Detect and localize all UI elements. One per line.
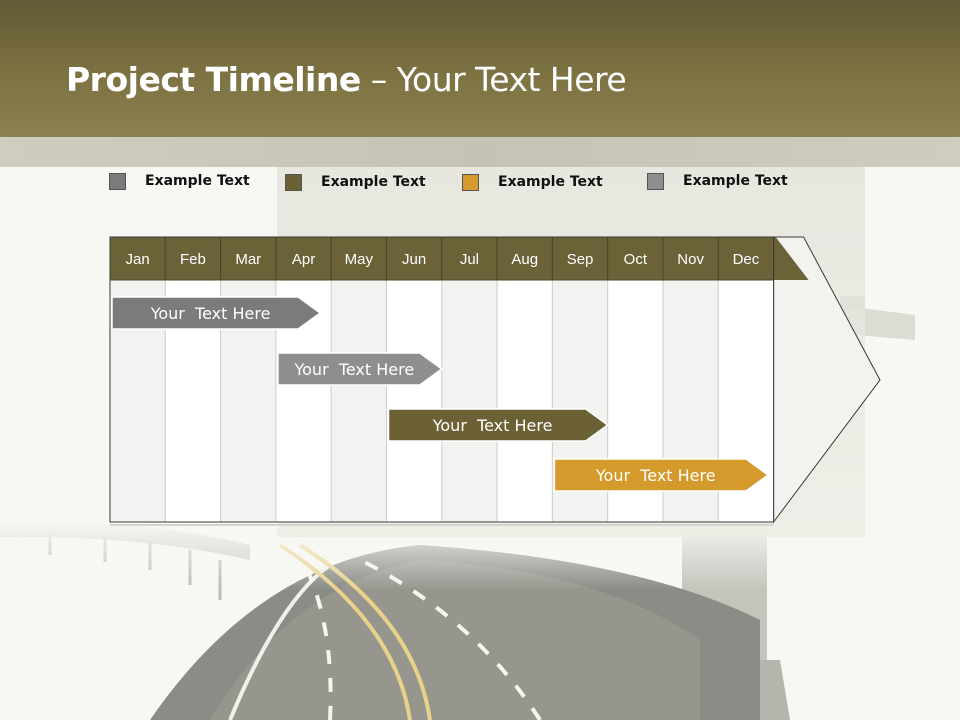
legend-item-3: Example Text <box>462 172 603 192</box>
month-label: Apr <box>292 251 315 268</box>
task-bar <box>387 408 609 442</box>
task-bar-label: Your Text Here <box>293 360 414 379</box>
task-bar-label: Your Text Here <box>595 466 716 485</box>
month-header-cell <box>496 236 553 281</box>
task-bar <box>553 458 770 492</box>
month-label: Mar <box>235 251 261 268</box>
month-header-cell <box>386 236 443 281</box>
month-header-cell <box>551 236 609 281</box>
legend-swatch-4 <box>647 172 664 190</box>
month-column <box>496 279 553 523</box>
legend-item-4: Example Text <box>647 171 788 191</box>
task-bar <box>277 352 444 386</box>
month-header-cell <box>441 236 498 281</box>
arrow-head-cap <box>773 237 809 280</box>
timeline-frame <box>109 236 775 523</box>
month-label: Jun <box>402 251 426 268</box>
legend-item-2: Example Text <box>285 172 426 192</box>
slide-title: Project Timeline – Your Text Here <box>66 60 627 99</box>
month-header-cell <box>220 236 277 281</box>
month-column <box>441 279 498 523</box>
month-label: Oct <box>624 251 648 268</box>
month-column <box>330 279 388 523</box>
task-bar-label: Your Text Here <box>150 304 271 323</box>
month-label: May <box>345 251 374 268</box>
legend-label-2: Example Text <box>321 174 426 190</box>
header-band <box>0 137 960 167</box>
legend-item-1: Example Text <box>109 171 250 191</box>
month-label: Aug <box>511 251 538 268</box>
month-label: Jul <box>460 251 479 268</box>
legend-label-3: Example Text <box>498 174 603 190</box>
month-header-cell <box>164 236 222 281</box>
month-header-cell <box>607 236 664 281</box>
task-bar <box>111 296 322 330</box>
month-label: Feb <box>180 251 206 268</box>
month-label: Sep <box>567 251 594 268</box>
title-bold: Project Timeline <box>66 60 361 99</box>
legend-swatch-1 <box>109 172 126 190</box>
legend-label-4: Example Text <box>683 173 788 189</box>
legend-swatch-3 <box>462 173 479 191</box>
task-bar-label: Your Text Here <box>432 416 553 435</box>
month-label: Jan <box>126 251 150 268</box>
header-bar <box>0 0 960 137</box>
month-label: Nov <box>677 251 704 268</box>
title-rest: – Your Text Here <box>360 60 627 99</box>
legend-swatch-2 <box>285 173 302 191</box>
month-column <box>386 279 443 523</box>
month-label: Dec <box>733 251 760 268</box>
legend-label-1: Example Text <box>145 173 250 189</box>
month-header-cell <box>330 236 388 281</box>
